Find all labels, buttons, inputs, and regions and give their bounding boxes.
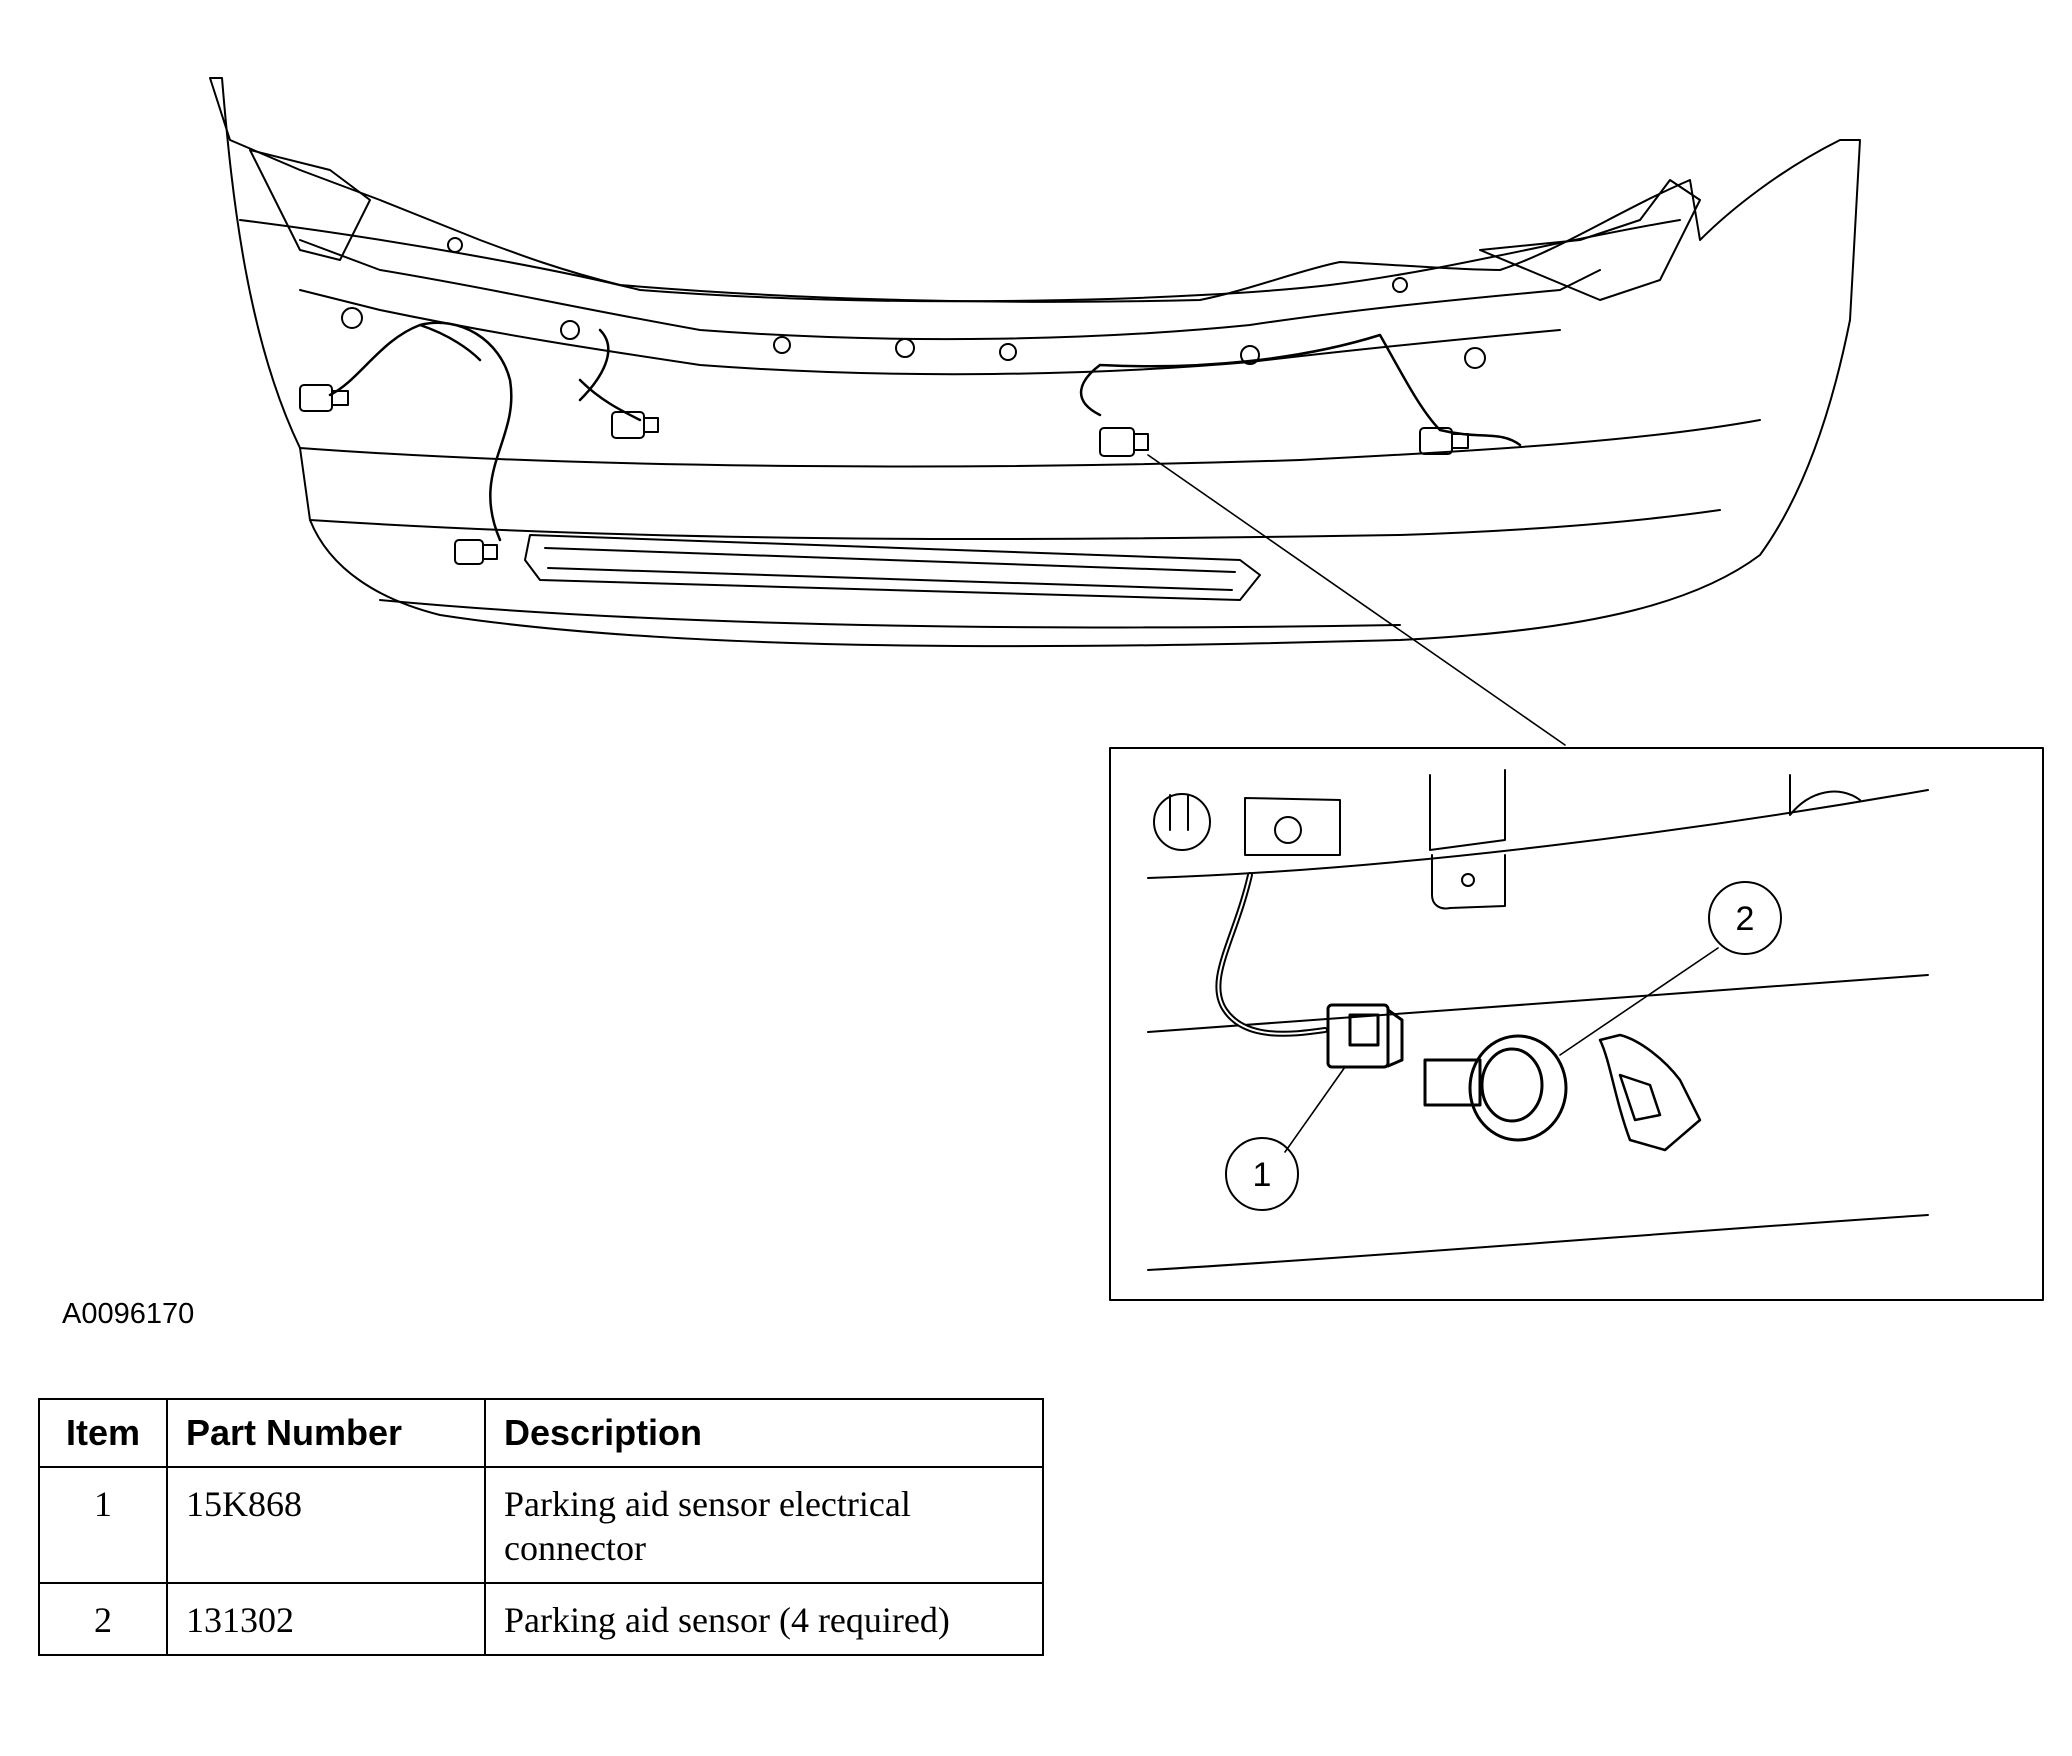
sensor-left-inner <box>611 411 659 439</box>
header-part-number: Part Number <box>166 1398 486 1468</box>
bumper-reinforcement <box>299 239 1601 341</box>
bumper-top-lip <box>239 219 1681 303</box>
detail-leader-line <box>1147 454 1566 746</box>
callout-label-1: 1 <box>1253 1156 1272 1194</box>
cell-item: 2 <box>38 1582 168 1656</box>
bumper-cover-outline <box>209 77 1861 648</box>
sensor-right-inner <box>1099 427 1149 457</box>
table-row: 1 15K868 Parking aid sensor electrical c… <box>38 1466 1044 1584</box>
detail-view-frame <box>1109 747 2044 1301</box>
wiring-harness <box>328 321 1522 542</box>
parts-table-header-row: Item Part Number Description <box>38 1398 1044 1468</box>
callout-circle-2 <box>1708 881 1782 955</box>
sensor-bezel <box>1598 1033 1702 1152</box>
cell-item: 1 <box>38 1466 168 1584</box>
lower-grille <box>524 534 1261 601</box>
detail-harness <box>1215 872 1328 1037</box>
header-item: Item <box>38 1398 168 1468</box>
parts-table: Item Part Number Description 1 15K868 Pa… <box>38 1398 1044 1656</box>
sensor-left-outer <box>299 384 349 412</box>
bumper-diagram: 1 2 <box>209 77 2044 1301</box>
callout-circle-1 <box>1225 1137 1299 1211</box>
cell-part-number: 131302 <box>166 1582 486 1656</box>
parking-aid-sensor <box>1423 1034 1568 1142</box>
callout-leader-2 <box>1559 947 1719 1056</box>
electrical-connector <box>1326 1003 1404 1069</box>
cell-description: Parking aid sensor electrical connector <box>484 1466 1044 1584</box>
header-description: Description <box>484 1398 1044 1468</box>
figure-id: A0096170 <box>62 1298 195 1330</box>
callout-leader-1 <box>1284 1066 1346 1153</box>
cell-part-number: 15K868 <box>166 1466 486 1584</box>
sensor-right-outer <box>1419 427 1469 455</box>
sensor-lower-left <box>454 539 498 565</box>
table-row: 2 131302 Parking aid sensor (4 required) <box>38 1582 1044 1656</box>
callout-label-2: 2 <box>1736 900 1755 938</box>
cell-description: Parking aid sensor (4 required) <box>484 1582 1044 1656</box>
